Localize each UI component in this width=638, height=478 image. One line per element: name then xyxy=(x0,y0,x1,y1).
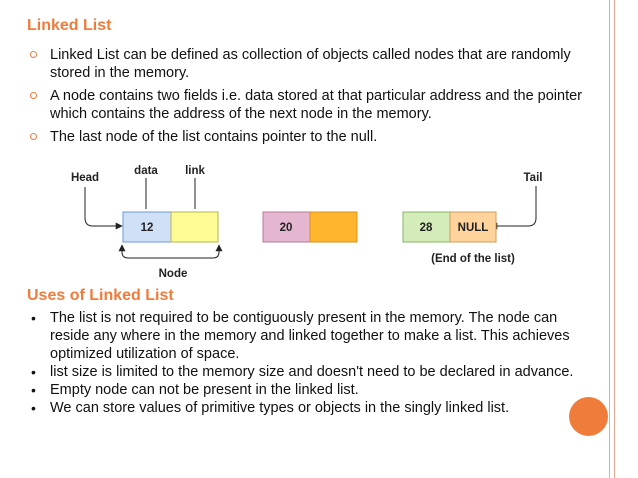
decorative-circle xyxy=(569,397,608,436)
list-item: A node contains two fields i.e. data sto… xyxy=(27,87,597,123)
bullet-dot-icon: • xyxy=(31,364,36,380)
bullet-dot-icon: • xyxy=(31,310,36,326)
link-label: link xyxy=(185,165,205,177)
uses-bullets: • The list is not required to be contigu… xyxy=(27,309,597,417)
decorative-rule xyxy=(614,0,615,478)
bullet-ring-icon xyxy=(30,133,37,140)
tail-arrow xyxy=(490,186,537,230)
section-title-linked-list: Linked List xyxy=(27,17,112,34)
node-2: 20 xyxy=(262,211,358,243)
bullet-text: list size is limited to the memory size … xyxy=(50,364,574,380)
list-item: • list size is limited to the memory siz… xyxy=(27,363,597,381)
list-item: • Empty node can not be present in the l… xyxy=(27,381,597,399)
node-2-link-cell xyxy=(309,211,358,243)
bullet-text: Linked List can be defined as collection… xyxy=(50,47,571,81)
node-bracket xyxy=(118,244,223,259)
bullet-text: A node contains two fields i.e. data sto… xyxy=(50,88,582,122)
head-arrow xyxy=(84,187,123,230)
linked-list-bullets: Linked List can be defined as collection… xyxy=(27,46,597,146)
list-item: The last node of the list contains point… xyxy=(27,128,597,146)
list-item: Linked List can be defined as collection… xyxy=(27,46,597,82)
node-1-data-value: 12 xyxy=(141,222,154,234)
decorative-rule xyxy=(609,0,610,478)
node-1: 12 xyxy=(122,211,219,243)
bullet-dot-icon: • xyxy=(31,382,36,398)
head-label: Head xyxy=(71,172,99,184)
node-3: 28 NULL xyxy=(402,211,497,243)
list-item: • We can store values of primitive types… xyxy=(27,399,597,417)
node-1-link-cell xyxy=(170,211,219,243)
node-3-link-cell xyxy=(449,211,497,243)
bullet-ring-icon xyxy=(30,51,37,58)
node-label: Node xyxy=(159,268,188,280)
bullet-ring-icon xyxy=(30,92,37,99)
data-label: data xyxy=(134,165,158,177)
bullet-text: The last node of the list contains point… xyxy=(50,129,378,145)
node-3-data-cell xyxy=(402,211,451,243)
node-3-data-value: 28 xyxy=(420,222,433,234)
node-3-link-value: NULL xyxy=(458,222,489,234)
end-of-list-label: (End of the list) xyxy=(431,253,515,265)
bullet-text: Empty node can not be present in the lin… xyxy=(50,382,359,398)
section-title-uses-of-linked-list: Uses of Linked List xyxy=(27,287,174,304)
node-1-data-cell xyxy=(122,211,172,243)
bullet-text: We can store values of primitive types o… xyxy=(50,400,510,416)
bullet-dot-icon: • xyxy=(31,400,36,416)
list-item: • The list is not required to be contigu… xyxy=(27,309,597,363)
node-2-data-value: 20 xyxy=(280,222,293,234)
bullet-text: The list is not required to be contiguou… xyxy=(50,310,570,362)
node-2-data-cell xyxy=(262,211,311,243)
tail-label: Tail xyxy=(524,172,543,184)
